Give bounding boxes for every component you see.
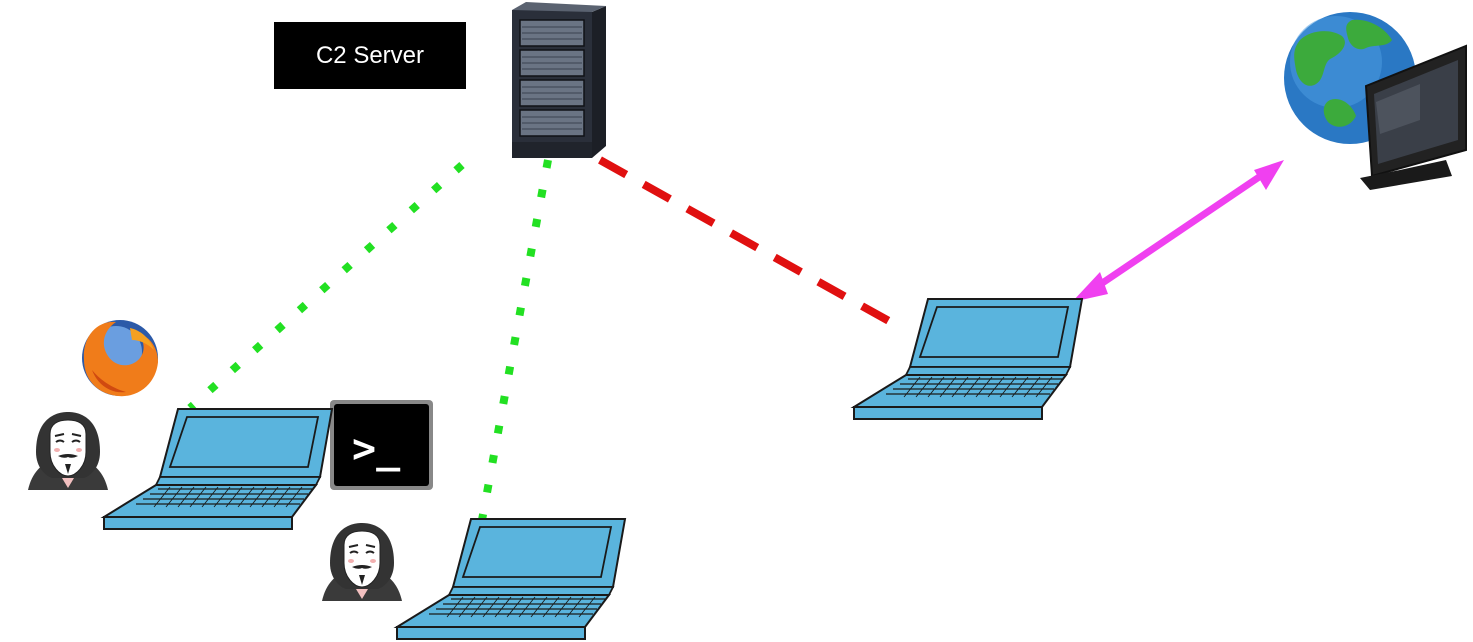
implant-link-2	[478, 159, 552, 521]
laptop-icon	[396, 518, 626, 640]
implant-link-1	[187, 162, 465, 411]
terminal-prompt: >_	[352, 426, 401, 472]
hacker-icon	[321, 522, 403, 602]
server-rack-icon	[512, 2, 606, 158]
c2-server-label-text: C2 Server	[315, 41, 425, 69]
globe-monitor-icon	[1284, 12, 1467, 190]
compromised-link	[598, 156, 907, 334]
hacker-icon	[27, 411, 109, 491]
c2-server-label: C2 Server	[274, 22, 466, 89]
laptop-icon	[103, 408, 333, 530]
firefox-icon	[82, 320, 158, 397]
internet-traffic-arrow	[1072, 160, 1284, 302]
terminal-icon: >_	[330, 400, 433, 490]
